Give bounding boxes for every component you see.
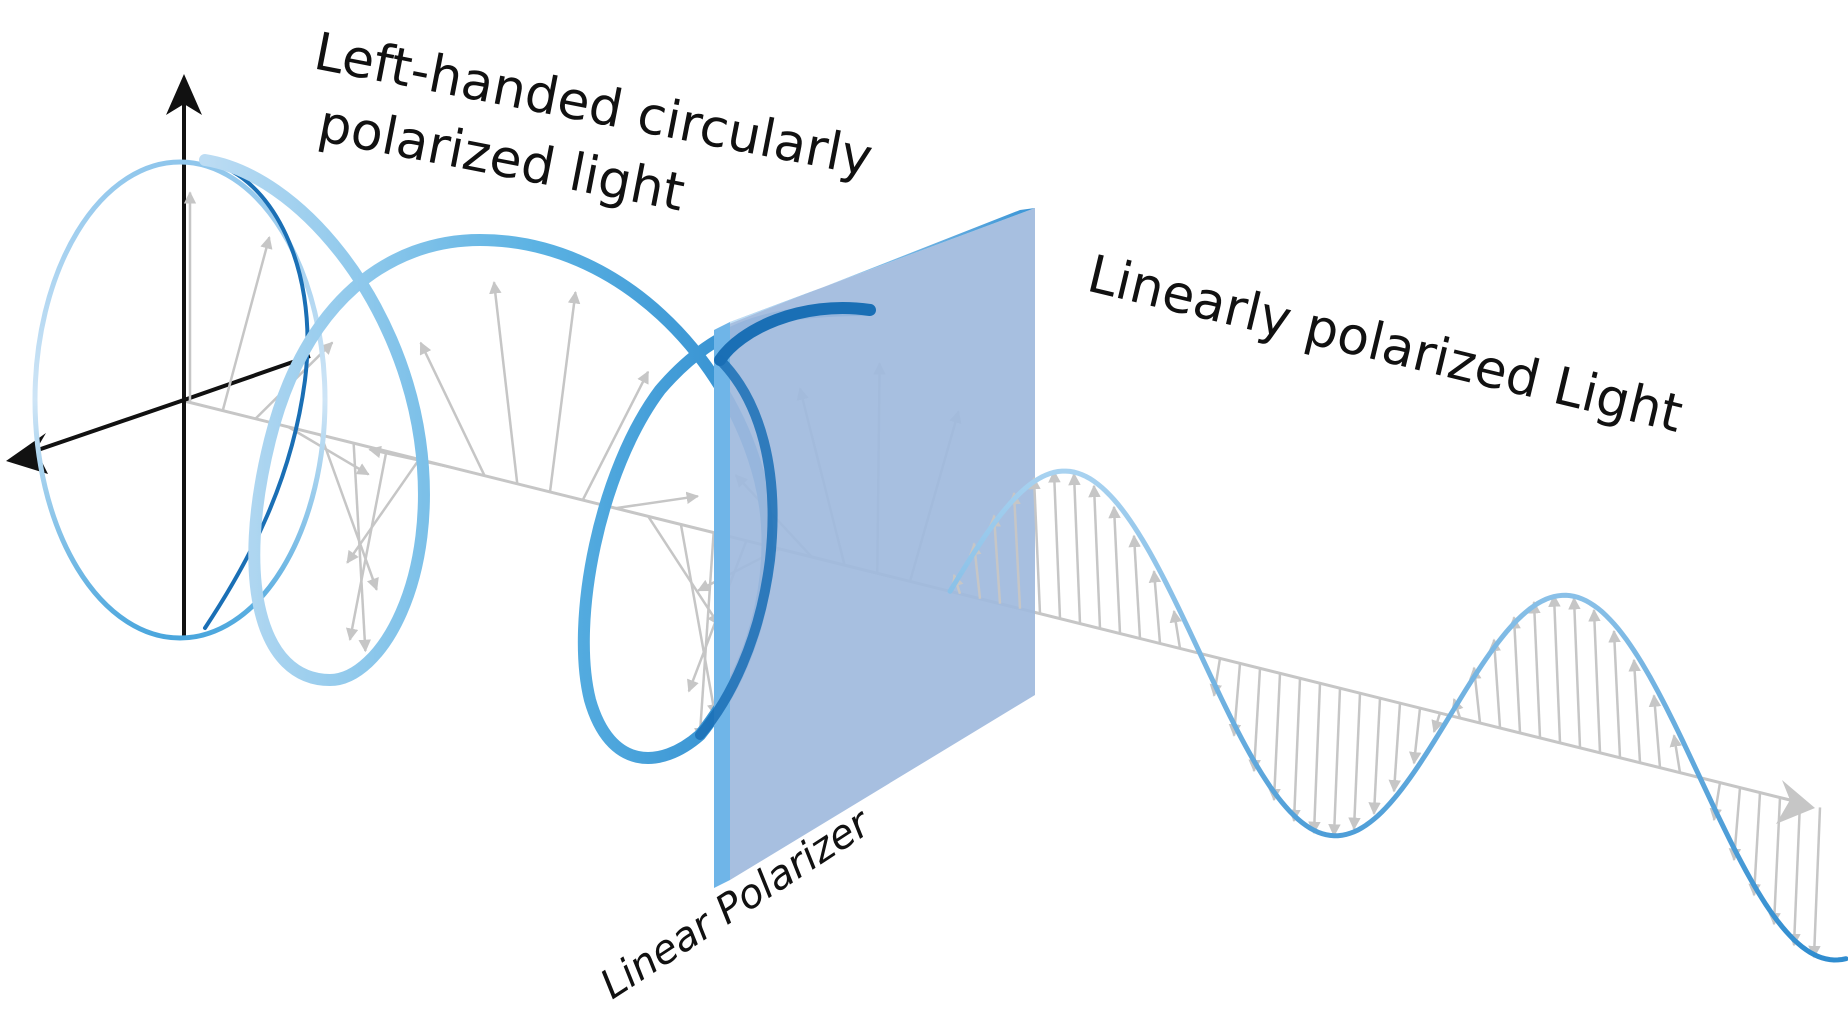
helix-inner-arc <box>695 355 778 740</box>
field-vector <box>1328 688 1342 837</box>
field-vector <box>1608 629 1622 758</box>
field-vector <box>694 532 715 741</box>
helix-first-loop-back <box>203 160 310 630</box>
helix-end-segment <box>714 302 876 366</box>
linear-wave <box>947 468 1848 963</box>
helix-middle <box>199 154 876 764</box>
linear-polarizer <box>714 208 1035 888</box>
field-vector <box>221 236 273 411</box>
field-vector <box>581 370 650 501</box>
field-vector <box>1288 678 1302 823</box>
field-vector <box>1308 683 1322 835</box>
field-vector <box>1088 484 1102 629</box>
field-vector <box>1048 470 1062 619</box>
field-vector <box>1068 472 1082 624</box>
field-vector <box>1528 600 1542 738</box>
field-vector <box>548 290 581 493</box>
field-vector <box>1508 616 1522 733</box>
field-vector <box>346 458 421 564</box>
field-vector <box>1268 673 1282 802</box>
coordinate-axes <box>6 74 311 640</box>
field-vector <box>1388 703 1402 793</box>
field-vector <box>1108 505 1122 634</box>
field-vector <box>1008 491 1022 609</box>
arrow-up-icon <box>166 74 202 115</box>
field-vector <box>1028 476 1042 614</box>
circular-helix <box>32 154 876 764</box>
field-vector <box>1128 534 1142 639</box>
field-vector <box>319 434 379 591</box>
field-vector <box>1148 569 1162 644</box>
field-vector <box>1348 693 1362 831</box>
field-vector <box>1431 712 1444 734</box>
field-vector <box>287 425 370 476</box>
field-vector <box>1669 734 1682 773</box>
field-vector <box>489 281 519 484</box>
field-vector <box>1588 608 1602 753</box>
label-linear: Linearly polarized Light <box>1082 244 1688 444</box>
field-vector <box>1788 802 1802 947</box>
field-vector <box>1248 668 1262 773</box>
field-vector <box>368 445 453 469</box>
field-vector <box>988 514 1002 604</box>
arrow-right-icon <box>1776 780 1815 824</box>
field-vector <box>1488 638 1502 729</box>
field-vector <box>1768 797 1782 926</box>
field-vector <box>1748 792 1762 897</box>
field-vector <box>1409 707 1422 765</box>
linear-field-vectors <box>951 470 1822 959</box>
field-vector <box>1169 609 1182 649</box>
field-vector <box>615 491 700 510</box>
field-vector <box>1548 594 1562 743</box>
polarizer-face <box>730 208 1035 880</box>
field-vector <box>647 515 720 626</box>
field-vector <box>1648 694 1662 768</box>
polarizer-side-edge <box>714 322 730 888</box>
field-vector <box>679 524 720 717</box>
field-vector <box>345 451 388 641</box>
field-vector <box>1568 596 1582 748</box>
field-vector <box>1368 698 1382 815</box>
field-vector <box>419 341 486 477</box>
helix-first-loop <box>32 159 328 641</box>
field-vector <box>1808 807 1822 959</box>
field-vector <box>1628 658 1642 763</box>
